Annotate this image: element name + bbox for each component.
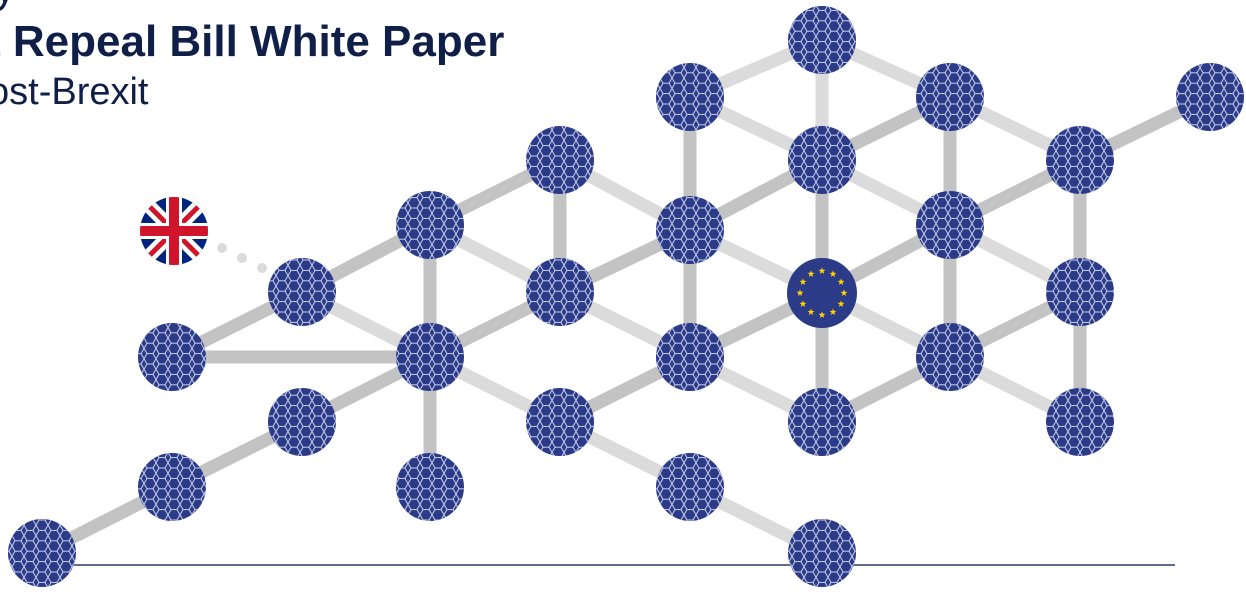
network-node: [656, 196, 724, 264]
network-node: [138, 323, 206, 391]
network-node: [1046, 126, 1114, 194]
eu-star: [829, 308, 837, 315]
eu-star: [829, 270, 837, 277]
network-node: [788, 6, 856, 74]
eu-star: [799, 300, 807, 307]
edge-group: [39, 34, 1213, 559]
network-node: [788, 519, 856, 587]
network-node: [396, 453, 464, 521]
uk-flag: [140, 197, 208, 265]
network-node: [138, 453, 206, 521]
network-node: [916, 323, 984, 391]
network-node: [8, 519, 76, 587]
network-node: [396, 323, 464, 391]
eu-star: [799, 278, 807, 285]
eu-star: [807, 270, 815, 277]
title-kicker: y: [0, 0, 16, 12]
network-node: [1046, 388, 1114, 456]
network-node: [916, 191, 984, 259]
network-node: [268, 388, 336, 456]
dotted-connector: [217, 243, 267, 273]
connector-dot: [217, 243, 227, 253]
eu-star: [837, 278, 845, 285]
title-block: y t Repeal Bill White Paper ost-Brexit: [0, 0, 640, 140]
network-node: [788, 126, 856, 194]
connector-dot: [257, 263, 267, 273]
network-node: [396, 191, 464, 259]
node-group: [8, 6, 1244, 587]
connector-dot: [237, 253, 247, 263]
network-node: [1176, 63, 1244, 131]
eu-flag: [787, 258, 857, 328]
eu-star: [796, 289, 804, 296]
network-node: [268, 258, 336, 326]
network-node: [526, 126, 594, 194]
eu-star: [837, 300, 845, 307]
network-node: [1046, 258, 1114, 326]
network-node: [526, 258, 594, 326]
network-node: [788, 388, 856, 456]
eu-stars: [796, 267, 848, 318]
page-title: t Repeal Bill White Paper: [0, 17, 505, 66]
network-node: [916, 63, 984, 131]
network-node: [656, 323, 724, 391]
network-node: [656, 453, 724, 521]
network-node: [656, 63, 724, 131]
eu-star: [818, 267, 826, 274]
eu-star: [840, 289, 848, 296]
page-subtitle: ost-Brexit: [0, 71, 149, 113]
network-node: [526, 388, 594, 456]
eu-star: [818, 311, 826, 318]
eu-star: [807, 308, 815, 315]
